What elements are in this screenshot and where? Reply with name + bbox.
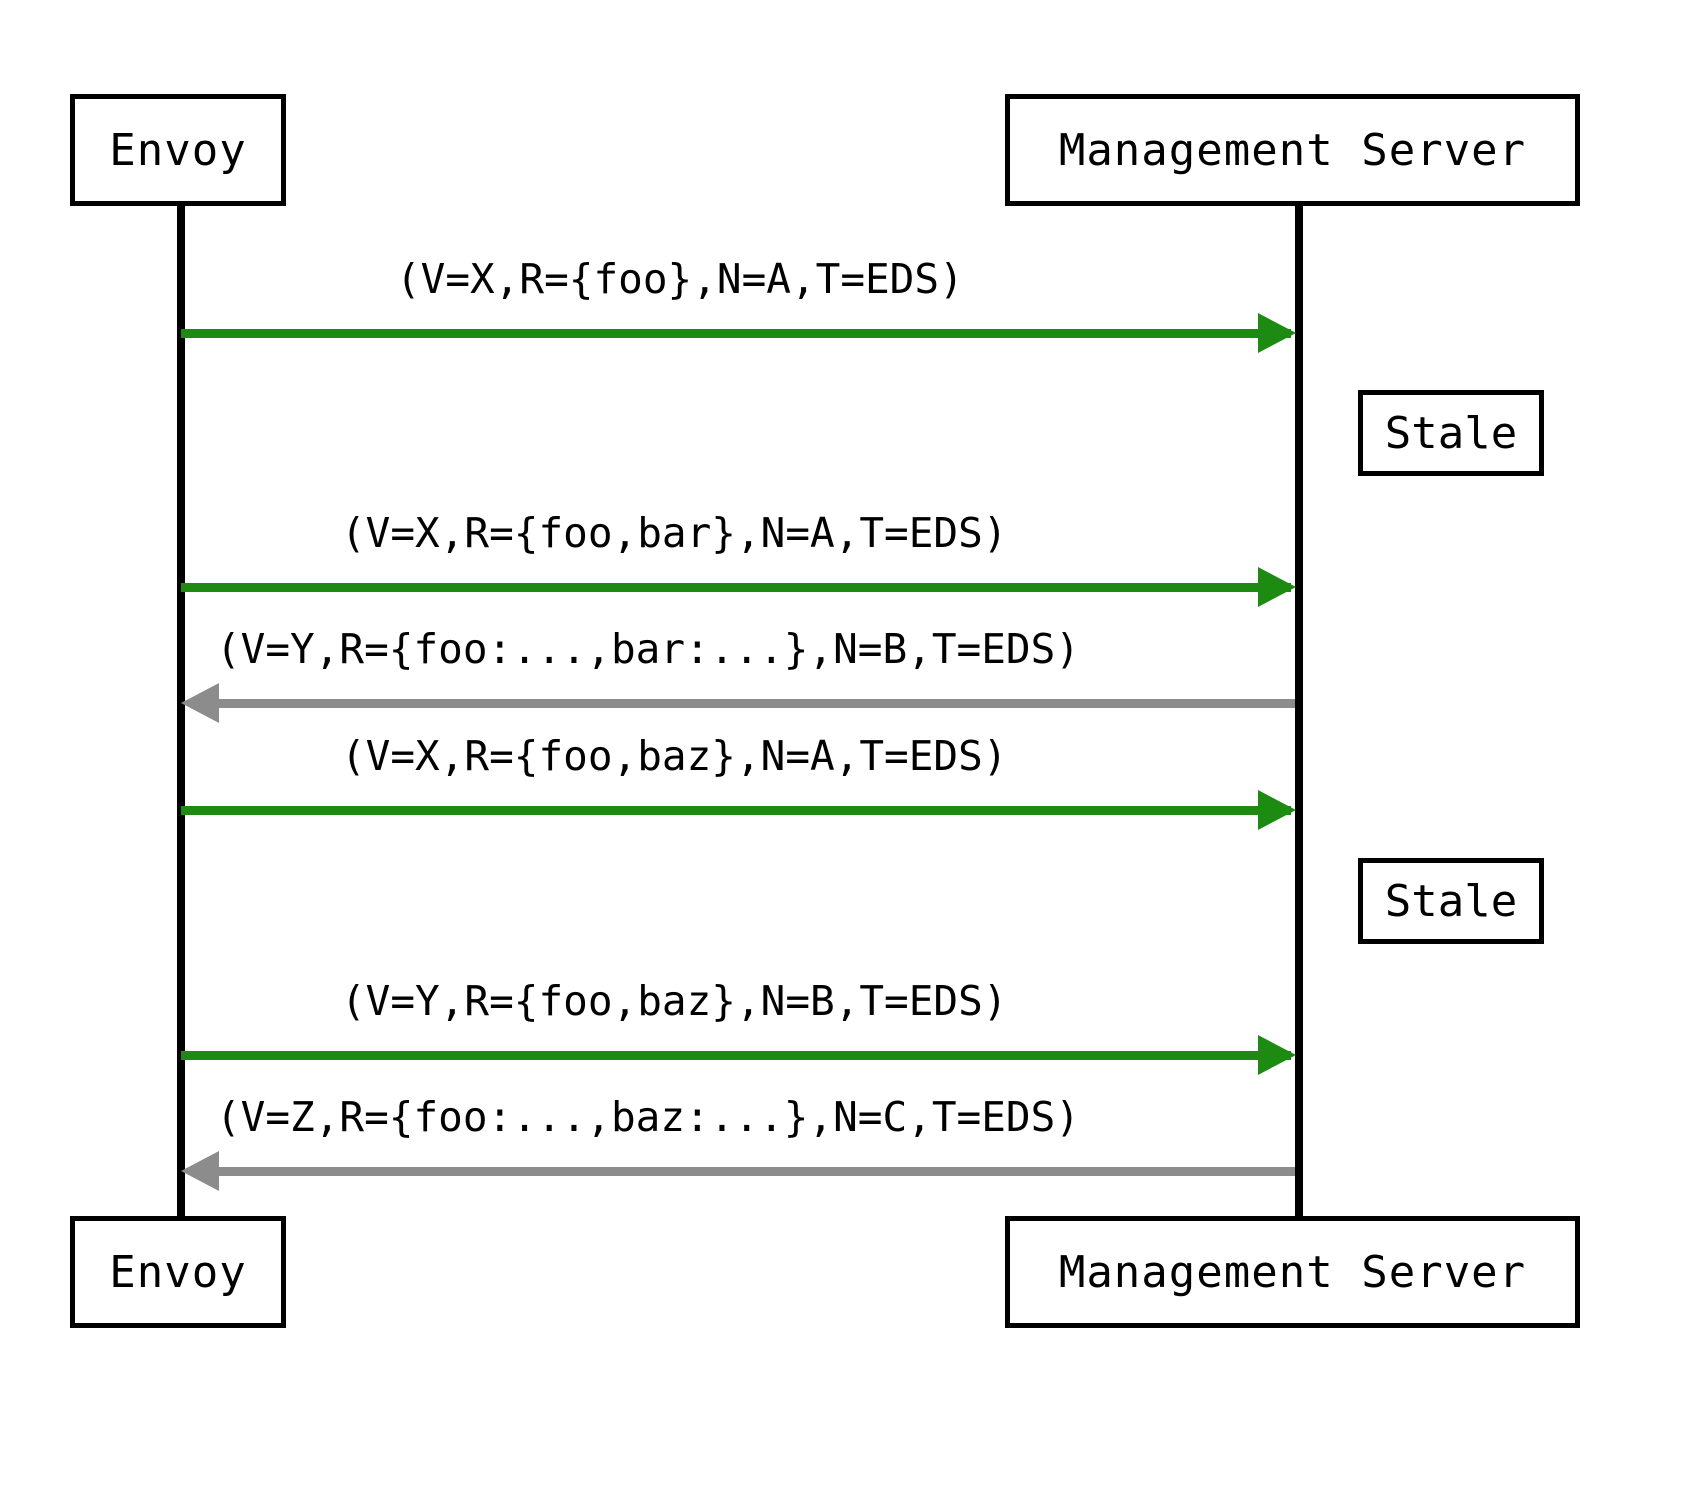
note-stale-2-label: Stale (1384, 875, 1518, 927)
note-stale-2: Stale (1358, 858, 1544, 944)
participant-management-server-bottom[interactable]: Management Server (1005, 1216, 1580, 1328)
participant-envoy-top-label: Envoy (109, 124, 247, 176)
message-6-arrowhead-left-icon (181, 1151, 219, 1191)
message-4-line (181, 806, 1291, 815)
participant-management-server-bottom-label: Management Server (1058, 1246, 1527, 1298)
message-5-line (181, 1051, 1291, 1060)
participant-envoy-bottom-label: Envoy (109, 1246, 247, 1298)
message-2-arrowhead-right-icon (1258, 567, 1296, 607)
message-2-label: (V=X,R={foo,bar},N=A,T=EDS) (341, 509, 1008, 557)
note-stale-1: Stale (1358, 390, 1544, 476)
message-6-label: (V=Z,R={foo:...,baz:...},N=C,T=EDS) (216, 1093, 1080, 1141)
participant-management-server-top-label: Management Server (1058, 124, 1527, 176)
participant-envoy-top[interactable]: Envoy (70, 94, 286, 206)
message-1-label: (V=X,R={foo},N=A,T=EDS) (396, 255, 964, 303)
message-4-arrowhead-right-icon (1258, 790, 1296, 830)
message-3-label: (V=Y,R={foo:...,bar:...},N=B,T=EDS) (216, 625, 1080, 673)
message-5-arrowhead-right-icon (1258, 1035, 1296, 1075)
message-5-label: (V=Y,R={foo,baz},N=B,T=EDS) (341, 977, 1008, 1025)
lifeline-management-server (1295, 200, 1303, 1222)
message-4-label: (V=X,R={foo,baz},N=A,T=EDS) (341, 732, 1008, 780)
participant-envoy-bottom[interactable]: Envoy (70, 1216, 286, 1328)
message-6-line (212, 1167, 1295, 1176)
message-3-line (212, 699, 1295, 708)
participant-management-server-top[interactable]: Management Server (1005, 94, 1580, 206)
message-2-line (181, 583, 1291, 592)
message-3-arrowhead-left-icon (181, 683, 219, 723)
message-1-arrowhead-right-icon (1258, 313, 1296, 353)
note-stale-1-label: Stale (1384, 407, 1518, 459)
message-1-line (181, 329, 1291, 338)
